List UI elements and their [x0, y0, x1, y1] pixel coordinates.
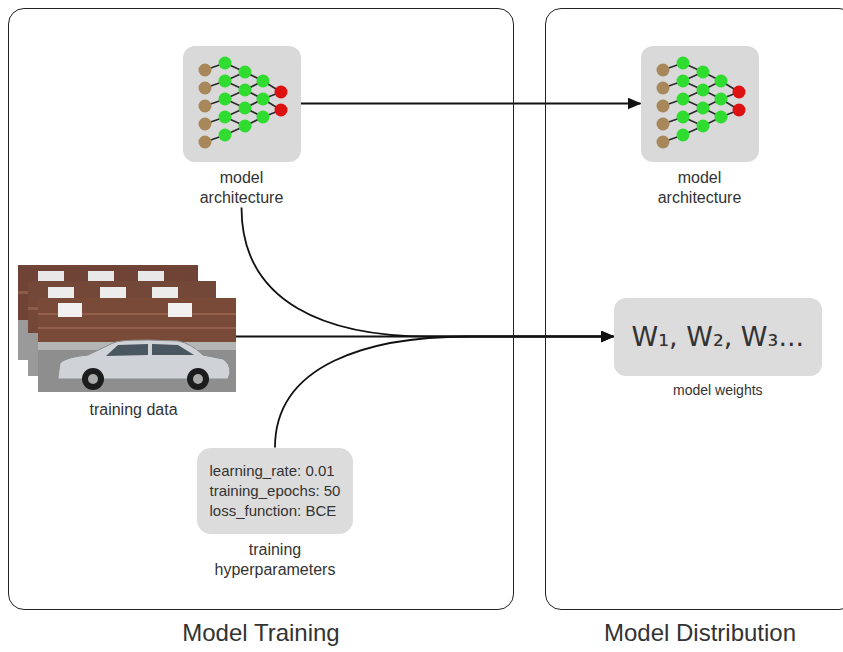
icon-box: [641, 46, 759, 162]
box-label: training hyperparameters: [205, 540, 345, 580]
hyperparameter-line: learning_rate: 0.01: [210, 461, 341, 481]
icon-label: model architecture: [183, 168, 301, 208]
icon-label: model architecture: [641, 168, 759, 208]
front-photo: [38, 298, 236, 392]
neural-network-icon: [183, 46, 301, 162]
hyperparameter-box: learning_rate: 0.01training_epochs: 50lo…: [197, 448, 354, 535]
hyper-box: learning_rate: 0.01training_epochs: 50lo…: [197, 448, 354, 535]
training-image: training data: [18, 265, 236, 420]
panel-title: Model Training: [9, 619, 513, 648]
weights-box: W₁, W₂, W₃...model weights: [614, 298, 823, 376]
flow-arrow: [301, 103, 641, 105]
image-label: training data: [18, 400, 236, 420]
box-label: model weights: [614, 382, 823, 399]
neural-network-icon: [641, 46, 759, 162]
car-photo-stack: [18, 265, 236, 392]
flow-arrow: [242, 208, 614, 337]
architecture-icon: model architecture: [183, 46, 301, 208]
architecture-icon: model architecture: [641, 46, 759, 208]
hyperparameter-line: loss_function: BCE: [210, 501, 341, 521]
hyperparameter-line: training_epochs: 50: [210, 481, 341, 501]
region-panel: Model Training model architecture: [8, 8, 514, 610]
panel-title: Model Distribution: [546, 619, 843, 648]
region-panel: Model Distribution model architectureW₁,…: [545, 8, 843, 610]
flow-arrow: [275, 337, 614, 448]
icon-box: [183, 46, 301, 162]
weights-text: W₁, W₂, W₃...: [632, 321, 805, 352]
